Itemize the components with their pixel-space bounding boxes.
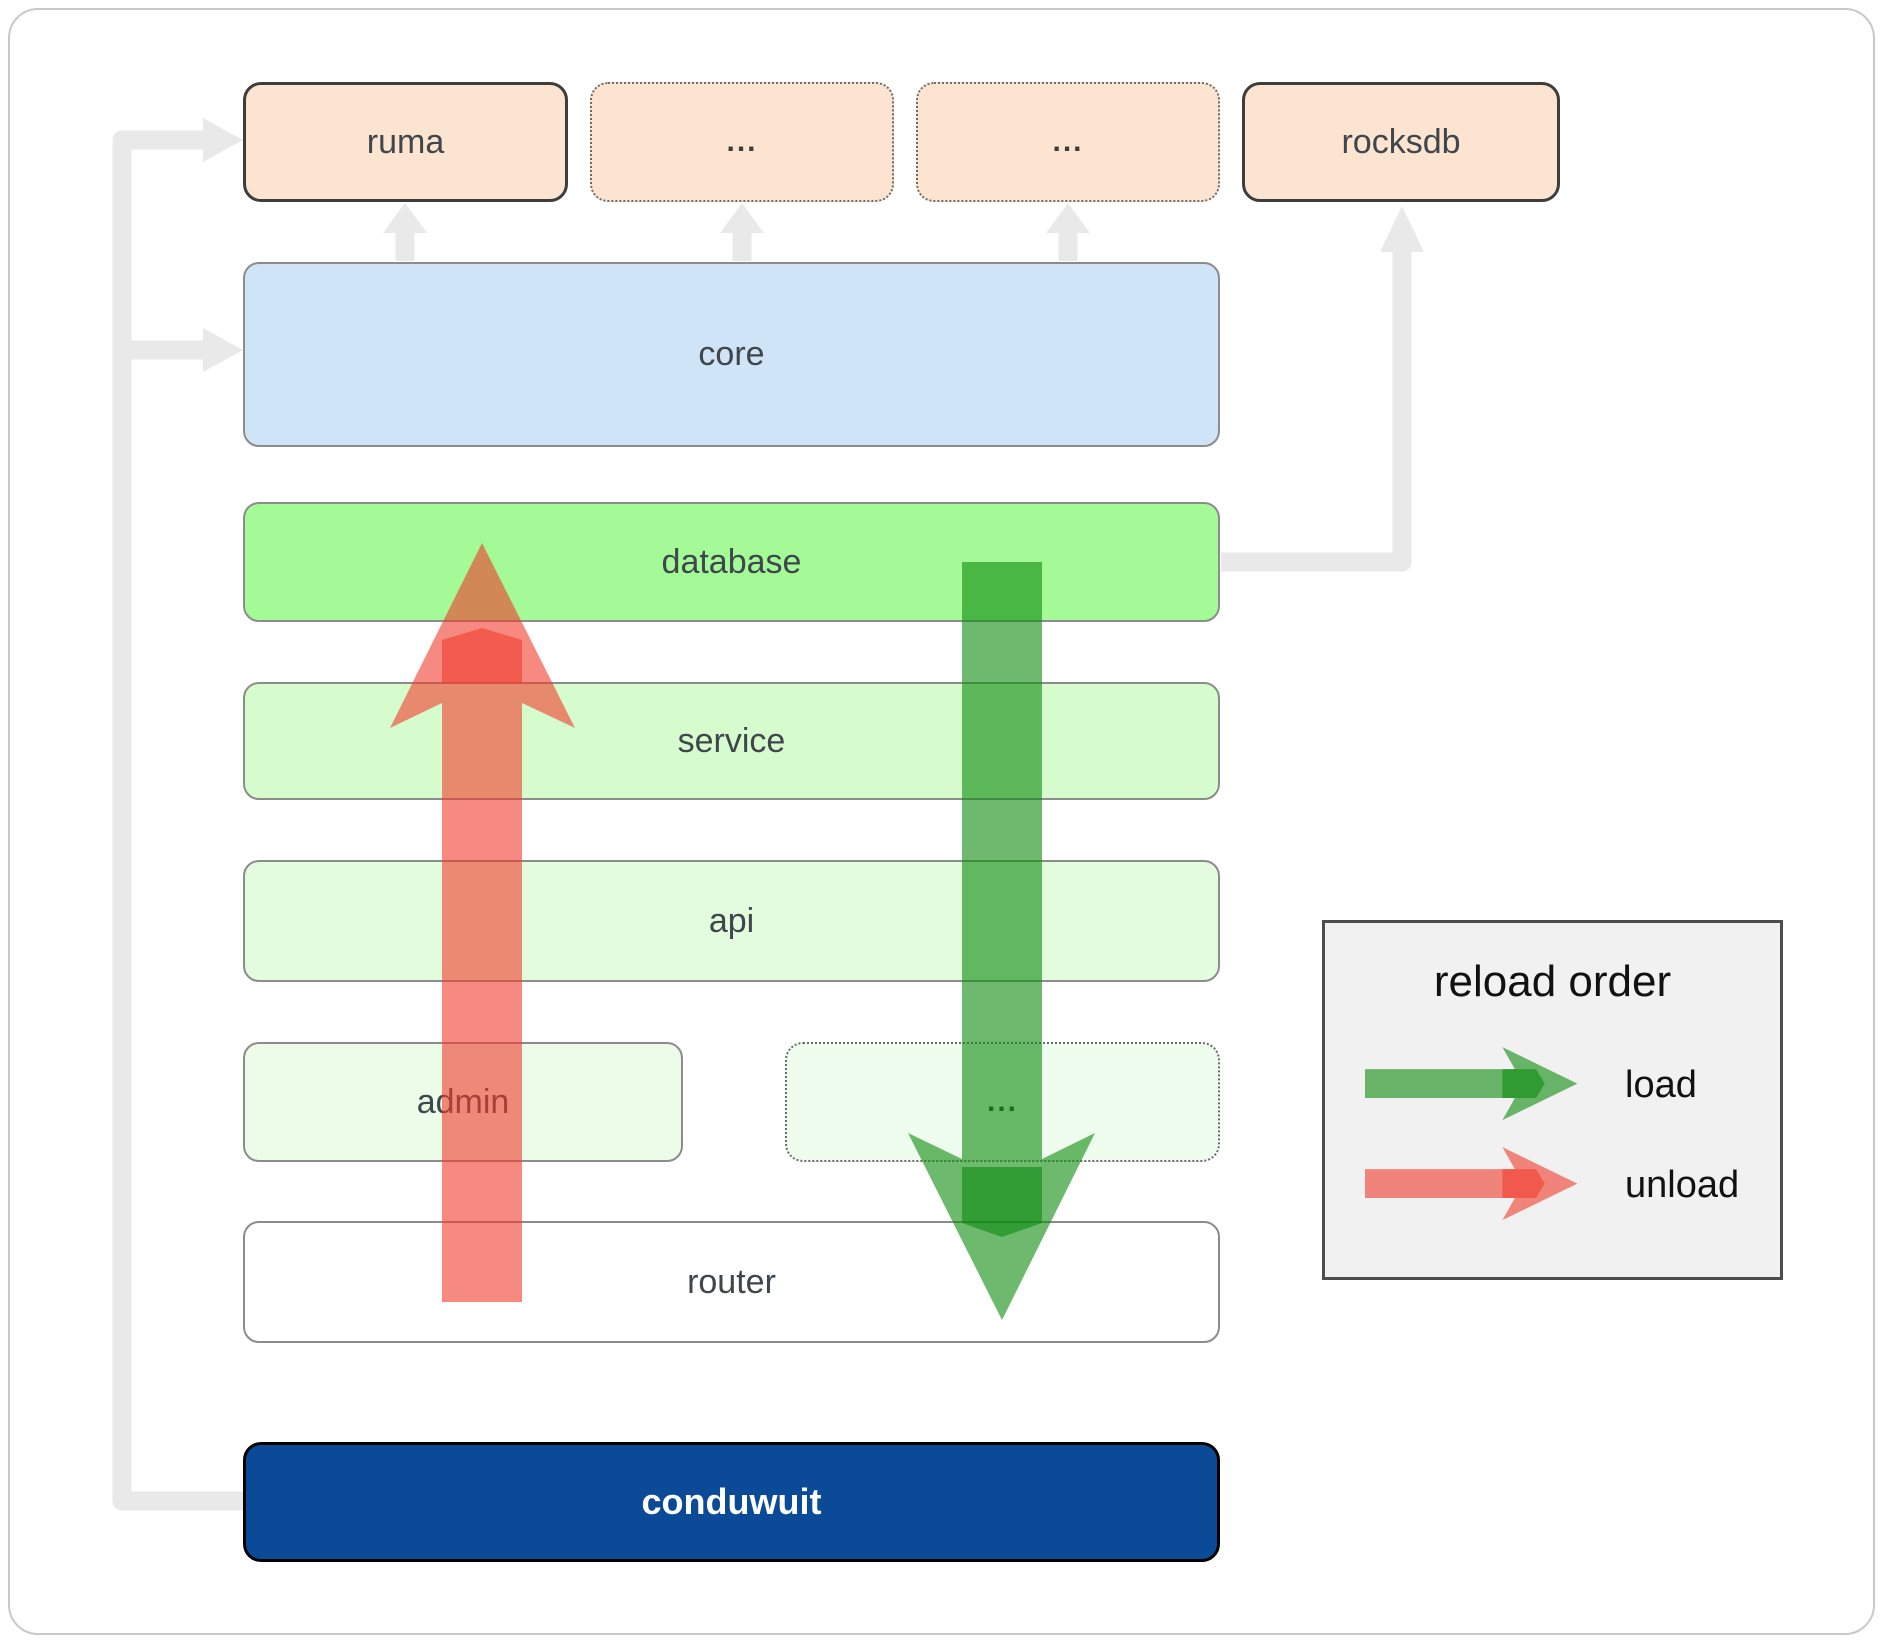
box-rocksdb-label: rocksdb bbox=[1341, 122, 1461, 161]
box-core-label: core bbox=[698, 335, 765, 373]
box-router: router bbox=[243, 1221, 1220, 1343]
box-rocksdb: rocksdb bbox=[1242, 82, 1560, 202]
legend-title: reload order bbox=[1433, 957, 1672, 1006]
legend-unload-arrow-icon bbox=[1365, 1147, 1578, 1221]
box-core: core bbox=[243, 262, 1220, 447]
box-admin-ellipsis: ... bbox=[785, 1042, 1220, 1162]
box-ruma: ruma bbox=[243, 82, 568, 202]
box-ruma-label: ruma bbox=[366, 122, 445, 161]
box-database: database bbox=[243, 502, 1220, 622]
outer-frame bbox=[8, 8, 1875, 1635]
box-router-label: router bbox=[687, 1262, 776, 1301]
box-crates-ellipsis-1-label: ... bbox=[726, 125, 758, 158]
box-crates-ellipsis-1: ... bbox=[590, 82, 894, 202]
box-service-label: service bbox=[677, 721, 786, 760]
box-crates-ellipsis-2: ... bbox=[916, 82, 1220, 202]
box-admin-ellipsis-label: ... bbox=[986, 1085, 1018, 1118]
box-crates-ellipsis-2-label: ... bbox=[1052, 125, 1084, 158]
legend-load-label: load bbox=[1625, 1064, 1697, 1106]
box-conduwuit: conduwuit bbox=[243, 1442, 1220, 1562]
box-conduwuit-label: conduwuit bbox=[641, 1481, 822, 1522]
box-database-label: database bbox=[661, 542, 802, 581]
box-admin-label: admin bbox=[416, 1082, 510, 1121]
legend-load-arrow-icon bbox=[1365, 1047, 1578, 1121]
box-admin: admin bbox=[243, 1042, 683, 1162]
box-api: api bbox=[243, 860, 1220, 982]
legend: reload order load unload bbox=[1322, 920, 1783, 1280]
box-api-label: api bbox=[708, 901, 755, 940]
box-service: service bbox=[243, 682, 1220, 800]
legend-unload-label: unload bbox=[1625, 1164, 1740, 1206]
